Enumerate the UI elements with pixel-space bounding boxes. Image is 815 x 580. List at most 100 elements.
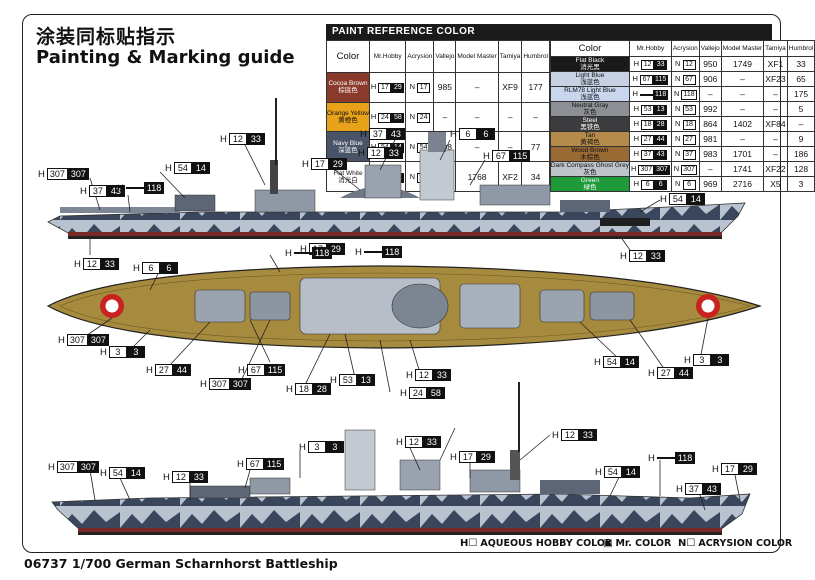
- acrysion-number: 24: [417, 112, 431, 123]
- callout-aqueous-number: 24: [408, 387, 427, 399]
- code-prefix: N: [675, 179, 683, 188]
- aqueous-number: 53: [641, 105, 655, 115]
- mrcolor-number: 13: [654, 105, 668, 115]
- code-prefix: N: [673, 89, 682, 98]
- color-name: Dark Compass Ghost Grey: [550, 162, 629, 169]
- callout-prefix: H: [450, 451, 457, 463]
- mrcolor-number: 43: [654, 150, 668, 160]
- color-name: RLM78 Light Blue: [564, 87, 616, 94]
- callout-mrcolor-number: 29: [328, 158, 347, 170]
- callout-mrcolor-number: 3: [126, 346, 145, 358]
- callout-prefix: H: [133, 262, 140, 274]
- callout-aqueous-number: 54: [173, 162, 192, 174]
- callout-aqueous-number: 27: [656, 367, 675, 379]
- title-chinese: 涂装同标贴指示: [36, 26, 177, 48]
- color-name-cn: 灰色: [583, 109, 597, 116]
- callout-mrcolor-number: 13: [356, 374, 375, 386]
- column-header-4: Model Master: [720, 40, 765, 57]
- callout-aqueous-number: 12: [228, 133, 247, 145]
- callout-prefix: H: [285, 247, 292, 259]
- callout-mrcolor-number: 115: [509, 150, 531, 162]
- callout-prefix: H: [300, 243, 307, 255]
- column-header-5: Tamiya: [763, 40, 788, 57]
- acrysion-number: 67: [682, 75, 696, 85]
- color-name-cn: 木棕色: [580, 154, 600, 161]
- color-name-cn: 黑铁色: [580, 124, 600, 131]
- callout-aqueous-number: 54: [603, 466, 622, 478]
- callout-mrcolor-number: 3: [325, 441, 344, 453]
- callout-mrcolor-number: 118: [143, 182, 165, 194]
- paint-callout: H 118: [285, 247, 333, 259]
- color-name: Flat Black: [575, 57, 605, 64]
- color-name-cn: 浅蓝色: [580, 79, 600, 86]
- callout-prefix: H: [400, 387, 407, 399]
- code-prefix: N: [675, 74, 683, 83]
- acrysion-number: 118: [681, 90, 697, 100]
- color-name-cn: 绿色: [583, 184, 597, 191]
- callout-mrcolor-number: 118: [311, 247, 333, 259]
- callout-aqueous-number: 54: [668, 193, 687, 205]
- color-name: Flat White: [333, 169, 363, 177]
- callout-prefix: H: [220, 133, 227, 145]
- callout-aqueous-number: 12: [628, 250, 647, 262]
- callout-aqueous-number: 37: [88, 185, 107, 197]
- column-header-2: Acrysion: [405, 40, 435, 73]
- callout-mrcolor-number: 43: [386, 128, 405, 140]
- callout-mrcolor-number: 14: [126, 467, 145, 479]
- code-prefix: N: [409, 141, 418, 151]
- legend-acrysion-text: ACRYSION COLOR: [698, 538, 793, 549]
- callout-prefix: H: [648, 367, 655, 379]
- callout-prefix: H: [620, 250, 627, 262]
- callout-prefix: H: [200, 378, 207, 390]
- value-vallejo: 969: [698, 176, 722, 192]
- callout-prefix: H: [38, 168, 45, 180]
- code-prefix: H: [633, 149, 642, 158]
- callout-aqueous-number: 54: [602, 356, 621, 368]
- mrcolor-symbol: ▣: [603, 538, 613, 549]
- callout-mrcolor-number: 58: [426, 387, 445, 399]
- callout-prefix: H: [595, 466, 602, 478]
- callout-mrcolor-number: 33: [578, 429, 597, 441]
- guide-frame: [22, 14, 781, 553]
- ship-profile-top: [47, 98, 746, 239]
- column-header-4: Model Master: [455, 40, 499, 73]
- legend-acrysion: N☐ ACRYSION COLOR: [678, 538, 792, 549]
- code-prefix: H: [633, 59, 642, 68]
- callout-prefix: H: [48, 461, 55, 473]
- mrcolor-number: 115: [653, 75, 669, 85]
- acrysion-number: 53: [682, 105, 696, 115]
- color-name-cn: 消光黑: [580, 64, 600, 71]
- title-english: Painting & Marking guide: [36, 47, 295, 68]
- legend-aqueous: H☐ AQUEOUS HOBBY COLOR: [460, 538, 612, 549]
- callout-mrcolor-number: 29: [738, 463, 757, 475]
- callout-prefix: H: [330, 374, 337, 386]
- value-humbrol: 177: [521, 71, 550, 103]
- callout-prefix: H: [483, 150, 490, 162]
- callout-aqueous-number: 17: [720, 463, 739, 475]
- aqueous-number: 67: [640, 75, 654, 85]
- callout-aqueous-number: [656, 457, 675, 459]
- acrysion-number: 18: [682, 120, 696, 130]
- callout-aqueous-number: 307: [208, 378, 230, 390]
- mrcolor-number: 29: [391, 83, 405, 94]
- legend-mrcolor-text: Mr. COLOR: [615, 538, 672, 549]
- callout-mrcolor-number: 14: [191, 162, 210, 174]
- acrysion-number: 307: [681, 165, 697, 175]
- callout-prefix: H: [100, 346, 107, 358]
- callout-prefix: H: [286, 383, 293, 395]
- acrysion-symbol: N☐: [678, 538, 696, 549]
